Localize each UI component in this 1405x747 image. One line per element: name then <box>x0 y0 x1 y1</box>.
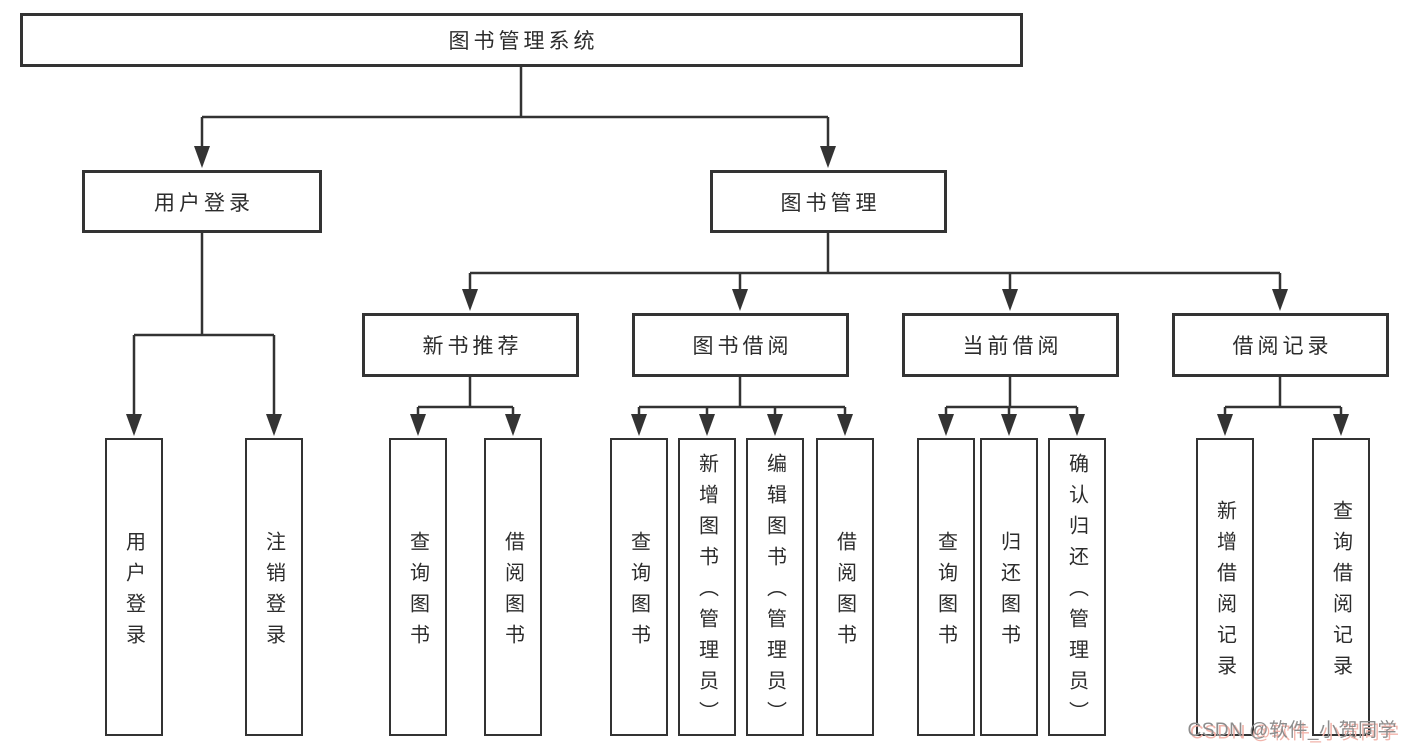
node-user-login-branch-label: 用户登录 <box>154 191 254 215</box>
leaf-confirm-return-admin-label: 确认归还（管理员） <box>1065 453 1088 732</box>
leaf-add-books-admin-label: 新增图书（管理员） <box>695 453 718 732</box>
leaf-add-borrow-record-label: 新增借阅记录 <box>1213 499 1236 686</box>
leaf-return-books: 归还图书 <box>980 438 1038 736</box>
leaf-edit-books-admin: 编辑图书（管理员） <box>746 438 804 736</box>
leaf-borrow-books: 借阅图书 <box>816 438 874 736</box>
leaf-add-borrow-record: 新增借阅记录 <box>1196 438 1254 736</box>
tree-edges <box>132 67 1343 424</box>
leaf-return-books-label: 归还图书 <box>997 530 1020 655</box>
leaf-add-books-admin: 新增图书（管理员） <box>678 438 736 736</box>
leaf-logout: 注销登录 <box>245 438 303 736</box>
leaf-confirm-return-admin: 确认归还（管理员） <box>1048 438 1106 736</box>
leaf-query-borrow-record: 查询借阅记录 <box>1312 438 1370 736</box>
node-new-book-recommend-label: 新书推荐 <box>422 335 523 358</box>
node-root-label: 图书管理系统 <box>448 30 599 53</box>
leaf-borrow-books-recommend: 借阅图书 <box>484 438 542 736</box>
leaf-user-login: 用户登录 <box>105 438 163 736</box>
leaf-query-books-current: 查询图书 <box>917 438 975 736</box>
node-book-borrowing: 图书借阅 <box>632 313 849 377</box>
node-new-book-recommend: 新书推荐 <box>362 313 579 377</box>
leaf-edit-books-admin-label: 编辑图书（管理员） <box>763 453 786 732</box>
node-book-management-branch-label: 图书管理 <box>780 191 881 215</box>
leaf-query-books-borrowing: 查询图书 <box>610 438 668 736</box>
csdn-watermark: CSDN @软件_小贺同学 <box>1187 720 1397 741</box>
leaf-logout-label: 注销登录 <box>262 530 285 655</box>
node-root: 图书管理系统 <box>20 13 1023 67</box>
leaf-query-books-recommend: 查询图书 <box>389 438 447 736</box>
node-current-borrowing: 当前借阅 <box>902 313 1119 377</box>
node-current-borrowing-label: 当前借阅 <box>962 335 1063 358</box>
leaf-query-books-recommend-label: 查询图书 <box>406 530 429 655</box>
leaf-borrow-books-recommend-label: 借阅图书 <box>501 530 524 655</box>
arrow-down-icons <box>126 146 1349 436</box>
leaf-query-books-borrowing-label: 查询图书 <box>627 530 650 655</box>
node-book-borrowing-label: 图书借阅 <box>692 335 793 358</box>
node-borrowing-records-label: 借阅记录 <box>1232 335 1333 358</box>
node-borrowing-records: 借阅记录 <box>1172 313 1389 377</box>
node-user-login-branch: 用户登录 <box>82 170 322 233</box>
leaf-query-books-current-label: 查询图书 <box>934 530 957 655</box>
leaf-query-borrow-record-label: 查询借阅记录 <box>1329 499 1352 686</box>
leaf-borrow-books-label: 借阅图书 <box>833 530 856 655</box>
node-book-management-branch: 图书管理 <box>710 170 947 233</box>
leaf-user-login-label: 用户登录 <box>122 530 145 655</box>
